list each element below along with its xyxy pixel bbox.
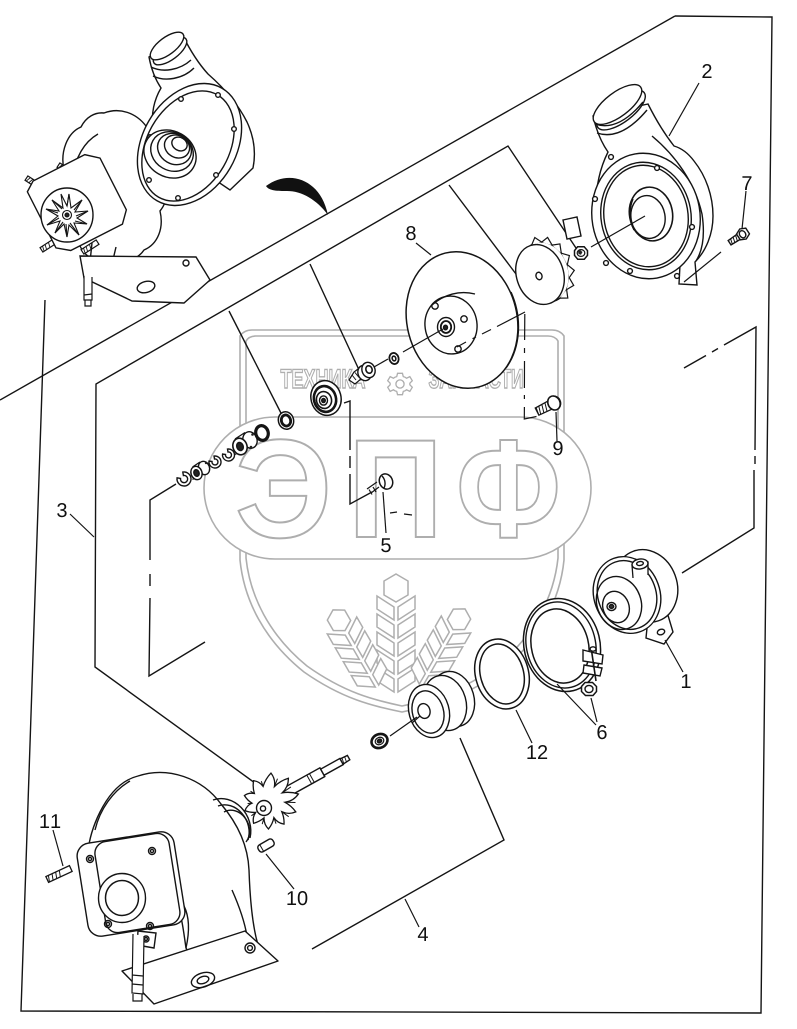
svg-text:Ф: Ф [456, 410, 561, 567]
svg-text:П: П [348, 410, 443, 567]
